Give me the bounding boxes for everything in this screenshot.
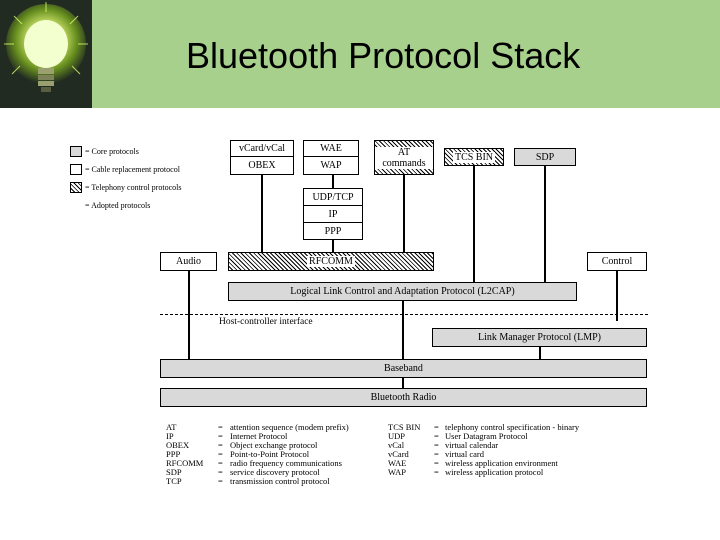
connector-l2cap — [402, 301, 404, 359]
abbr-wae-meaning: wireless application environment — [445, 458, 558, 468]
rfcomm-box: RFCOMM — [228, 252, 434, 271]
abbr-sdp-eq: = — [218, 467, 223, 477]
connector-at — [403, 175, 405, 253]
abbr-at: AT — [166, 422, 177, 432]
page-title: Bluetooth Protocol Stack — [186, 35, 581, 76]
abbr-tcsbin-eq: = — [434, 422, 439, 432]
abbr-ip-meaning: Internet Protocol — [230, 431, 288, 441]
legend-telephony-swatch — [70, 182, 82, 193]
legend-cable-swatch — [70, 164, 82, 175]
tcs-bin-label: TCS BIN — [452, 151, 496, 163]
abbr-rfcomm: RFCOMM — [166, 458, 204, 468]
legend-adopted-swatch — [70, 200, 82, 211]
connector-tcsbin — [473, 166, 475, 282]
abbr-rfcomm-meaning: radio frequency communications — [230, 458, 342, 468]
udp-tcp-box: UDP/TCP — [303, 188, 363, 206]
at-commands-label: AT commands — [375, 146, 433, 169]
abbr-sdp: SDP — [166, 467, 182, 477]
connector-baseband — [402, 378, 404, 388]
abbr-vcard-eq: = — [434, 449, 439, 459]
abbr-wae-eq: = — [434, 458, 439, 468]
connector-wap — [332, 175, 334, 188]
rfcomm-label: RFCOMM — [307, 256, 355, 267]
abbr-ppp: PPP — [166, 449, 181, 459]
abbr-tcp-meaning: transmission control protocol — [230, 476, 330, 486]
abbr-vcal-eq: = — [434, 440, 439, 450]
wae-box: WAE — [303, 140, 359, 157]
legend-core-label: = Core protocols — [85, 147, 139, 156]
abbr-ip-eq: = — [218, 431, 223, 441]
abbr-ppp-eq: = — [218, 449, 223, 459]
radio-box: Bluetooth Radio — [160, 388, 647, 407]
abbr-wap-meaning: wireless application protocol — [445, 467, 544, 477]
l2cap-box: Logical Link Control and Adaptation Prot… — [228, 282, 577, 301]
abbr-vcal: vCal — [388, 440, 405, 450]
abbr-udp-meaning: User Datagram Protocol — [445, 431, 528, 441]
abbr-ip: IP — [166, 431, 174, 441]
connector-sdp — [544, 166, 546, 282]
abbr-udp: UDP — [388, 431, 406, 441]
abbr-ppp-meaning: Point-to-Point Protocol — [230, 449, 310, 459]
abbr-wae: WAE — [388, 458, 407, 468]
abbr-tcsbin-meaning: telephony control specification - binary — [445, 422, 580, 432]
ppp-box: PPP — [303, 222, 363, 240]
connector-obex — [261, 175, 263, 253]
connector-audio — [188, 271, 190, 359]
baseband-box: Baseband — [160, 359, 647, 378]
abbr-tcp-eq: = — [218, 476, 223, 486]
audio-box: Audio — [160, 252, 217, 271]
legend-telephony-label: = Telephony control protocols — [85, 183, 182, 192]
wap-box: WAP — [303, 156, 359, 175]
lmp-box: Link Manager Protocol (LMP) — [432, 328, 647, 347]
abbr-vcal-meaning: virtual calendar — [445, 440, 499, 450]
connector-ppp — [332, 240, 334, 253]
lightbulb-image — [0, 0, 92, 108]
obex-box: OBEX — [230, 156, 294, 175]
sdp-box: SDP — [514, 148, 576, 166]
abbr-vcard-meaning: virtual card — [445, 449, 484, 459]
at-commands-box: AT commands — [374, 140, 434, 175]
abbr-rfcomm-eq: = — [218, 458, 223, 468]
abbr-obex-meaning: Object exchange protocol — [230, 440, 318, 450]
abbr-obex: OBEX — [166, 440, 190, 450]
abbr-udp-eq: = — [434, 431, 439, 441]
abbr-wap-eq: = — [434, 467, 439, 477]
control-box: Control — [587, 252, 647, 271]
abbr-wap: WAP — [388, 467, 406, 477]
abbr-obex-eq: = — [218, 440, 223, 450]
legend-adopted-label: = Adopted protocols — [85, 201, 151, 210]
hci-label: Host-controller interface — [219, 317, 313, 327]
legend-cable-label: = Cable replacement protocol — [85, 165, 180, 174]
tcs-bin-box: TCS BIN — [444, 148, 504, 166]
abbr-vcard: vCard — [388, 449, 409, 459]
vcard-box: vCard/vCal — [230, 140, 294, 157]
lightbulb-icon — [0, 0, 92, 108]
abbr-sdp-meaning: service discovery protocol — [230, 467, 320, 477]
ip-box: IP — [303, 205, 363, 223]
abbr-tcp: TCP — [166, 476, 182, 486]
legend-core-swatch — [70, 146, 82, 157]
connector-control — [616, 271, 618, 321]
hci-dashed-line — [160, 314, 648, 315]
connector-lmp — [539, 347, 541, 359]
abbr-at-eq: = — [218, 422, 223, 432]
abbr-at-meaning: attention sequence (modem prefix) — [230, 422, 349, 432]
title-banner: Bluetooth Protocol Stack — [0, 0, 720, 108]
abbr-tcsbin: TCS BIN — [388, 422, 421, 432]
